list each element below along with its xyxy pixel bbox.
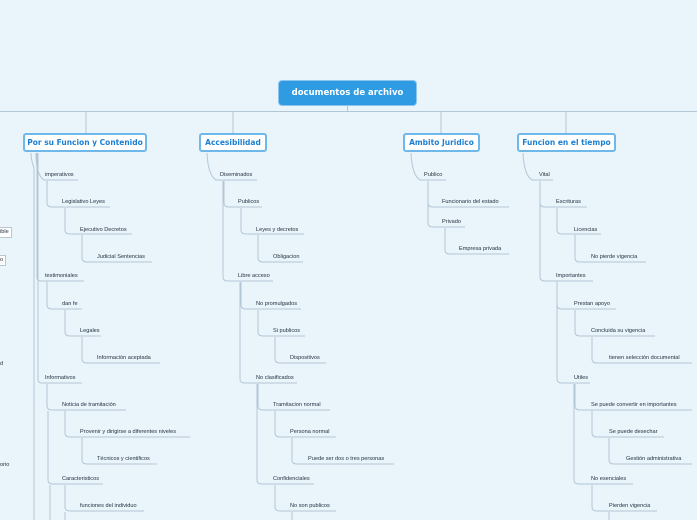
- node-leyes-decretos[interactable]: Leyes y decretos: [256, 227, 299, 233]
- node-tecnicos[interactable]: Técnicos y cientificos: [97, 456, 150, 462]
- node-publico[interactable]: Publico: [424, 172, 443, 178]
- node-si-publicos[interactable]: Si publicos: [273, 328, 301, 334]
- offscreen-node[interactable]: d: [0, 361, 4, 367]
- node-no-son-publicos[interactable]: No son publicos: [290, 503, 330, 509]
- node-funcionario-estado[interactable]: Funcionario del estado: [442, 199, 499, 205]
- node-importantes[interactable]: Importantes: [556, 273, 586, 279]
- branch-ambito-juridico[interactable]: Ambito Juridico: [403, 133, 480, 152]
- node-informativos[interactable]: Informativos: [45, 375, 76, 381]
- node-legislativo[interactable]: Legislativo Leyes: [62, 199, 105, 205]
- node-gestion-administrativa[interactable]: Gestión administrativa: [626, 456, 682, 462]
- node-noticia-tramitacion[interactable]: Noticia de tramitación: [62, 402, 116, 408]
- branch-funcion-contenido[interactable]: Por su Funcion y Contenido: [23, 133, 147, 152]
- node-provenir[interactable]: Provenir y dirigirse a diferentes nivele…: [80, 429, 177, 435]
- node-confidenciales[interactable]: Confidenciales: [273, 476, 310, 482]
- node-no-esenciales[interactable]: No esenciales: [591, 476, 627, 482]
- node-concluida-vigencia[interactable]: Concluida su vigencia: [591, 328, 646, 334]
- node-diseminados[interactable]: Diseminados: [220, 172, 253, 178]
- node-dispositivos[interactable]: Dispositivos: [290, 355, 320, 361]
- node-publicos[interactable]: Publicos: [238, 199, 260, 205]
- node-dos-tres-personas[interactable]: Puede ser dos o tres personas: [308, 456, 385, 462]
- branch-funcion-tiempo[interactable]: Funcion en el tiempo: [517, 133, 616, 152]
- offscreen-node[interactable]: o: [0, 255, 7, 266]
- node-dan-fe[interactable]: dan fe: [62, 301, 78, 307]
- node-seleccion-documental[interactable]: tienen selección documental: [609, 355, 680, 361]
- offscreen-node[interactable]: orio: [0, 462, 10, 468]
- node-obligacion[interactable]: Obligacion: [273, 254, 300, 260]
- node-empresa-privada[interactable]: Empresa privada: [459, 246, 502, 252]
- node-pierden-vigencia[interactable]: Pierden vigencia: [609, 503, 651, 509]
- node-privado[interactable]: Privado: [442, 219, 461, 225]
- node-funciones-individuo[interactable]: funciones del individuo: [80, 503, 137, 509]
- node-escrituras[interactable]: Escrituras: [556, 199, 581, 205]
- node-convertir-importantes[interactable]: Se puede convertir en importantes: [591, 402, 677, 408]
- node-ejecutivo[interactable]: Ejecutivo Decretos: [80, 227, 127, 233]
- node-caracteristicos[interactable]: Caracteristicos: [62, 476, 99, 482]
- offscreen-node[interactable]: ible: [0, 227, 12, 238]
- node-persona-normal[interactable]: Persona normal: [290, 429, 330, 435]
- node-imperativos[interactable]: imperativos: [45, 172, 74, 178]
- node-licencias[interactable]: Licencias: [574, 227, 598, 233]
- node-legales[interactable]: Legales: [80, 328, 100, 334]
- node-judicial[interactable]: Judicial Sentencias: [97, 254, 145, 260]
- node-tramitacion-normal[interactable]: Tramitacion normal: [273, 402, 321, 408]
- branch-accesibilidad[interactable]: Accesibilidad: [199, 133, 267, 152]
- node-se-puede-desechar[interactable]: Se puede desechar: [609, 429, 658, 435]
- node-no-clasificados[interactable]: No clasificados: [256, 375, 294, 381]
- node-vital[interactable]: Vital: [539, 172, 550, 178]
- node-libre-acceso[interactable]: Libre acceso: [238, 273, 270, 279]
- node-testimoniales[interactable]: testimoniales: [45, 273, 78, 279]
- node-prestan-apoyo[interactable]: Prestan apoyo: [574, 301, 611, 307]
- node-utiles[interactable]: Utiles: [574, 375, 588, 381]
- node-no-promulgados[interactable]: No promulgados: [256, 301, 298, 307]
- root-node[interactable]: documentos de archivo: [279, 81, 416, 105]
- node-no-pierde-vigencia[interactable]: No pierde vigencia: [591, 254, 638, 260]
- node-informacion-aceptada[interactable]: Información aceptada: [97, 355, 151, 361]
